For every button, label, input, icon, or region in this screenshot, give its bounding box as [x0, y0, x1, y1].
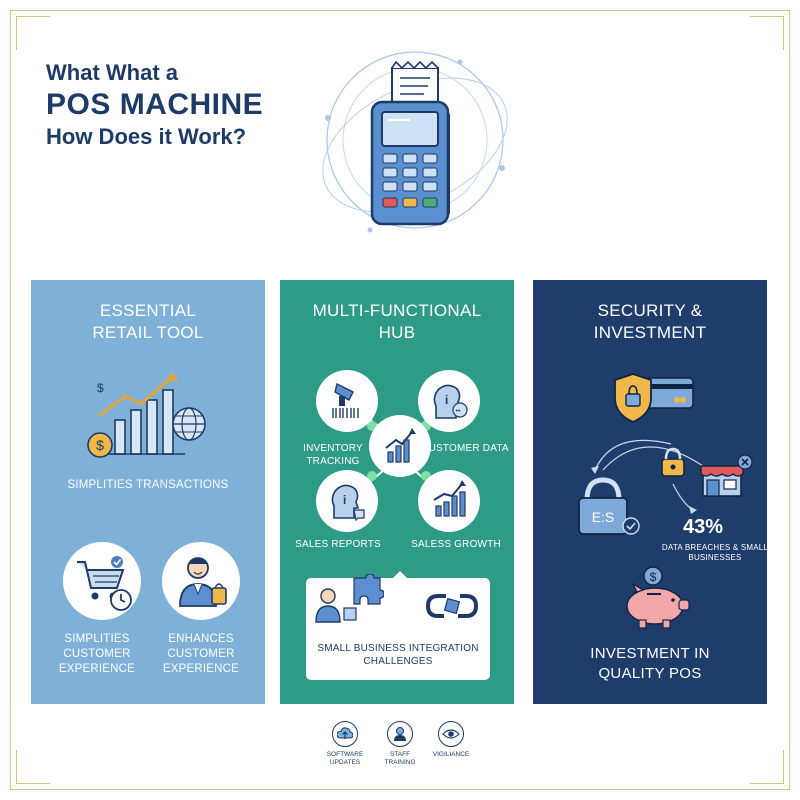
panel-title: ESSENTIAL RETAIL TOOL	[31, 300, 265, 344]
piggy-bank-icon: $	[626, 566, 690, 629]
svg-text:i: i	[343, 493, 346, 507]
callout-text: SMALL BUSINESS INTEGRATION CHALLENGES	[317, 643, 479, 667]
panel-security-investment: SECURITY & INVESTMENT E:S	[533, 280, 768, 704]
icon-circle	[387, 721, 413, 747]
icon-circle	[162, 542, 240, 620]
svg-text:$: $	[97, 381, 104, 395]
caption-enhances-customer-experience: ENHANCES CUSTOMER EXPERIENCE	[162, 633, 240, 675]
clock-icon	[110, 589, 132, 611]
icon-circle	[418, 470, 480, 532]
svg-text:••: ••	[456, 408, 461, 415]
footer-label-line: UPDATES	[329, 759, 361, 766]
panel-title-line: HUB	[378, 323, 416, 342]
icon-circle	[369, 415, 431, 477]
eye-icon	[442, 729, 460, 739]
lock-label: E:S	[592, 509, 615, 525]
svg-text:i: i	[445, 393, 448, 407]
page-title: What What a POS MACHINE How Does it Work…	[46, 60, 263, 150]
panel-title-line: SECURITY &	[597, 301, 703, 320]
sales-growth-icon	[433, 480, 466, 517]
footer-label-line: TRAINING	[384, 759, 416, 766]
icon-circle: i	[316, 470, 378, 532]
bar-chart-growth-icon: $	[93, 372, 185, 455]
integration-challenges-callout: SMALL BUSINESS INTEGRATION CHALLENGES	[306, 571, 490, 680]
flow-arrows	[591, 439, 704, 514]
stat-caption: DATA BREACHES & SMALL BUSINESSES	[661, 543, 769, 562]
footer-label: SOFTWARE UPDATES	[310, 751, 380, 767]
node-sales-reports: SALES REPORTS	[295, 539, 381, 550]
footer-label: VIGILIANCE	[416, 751, 486, 759]
footer-item-staff-training: STAFF TRAINING	[365, 721, 435, 767]
frame-corner	[750, 16, 784, 50]
footer-label-line: STAFF	[389, 751, 411, 758]
icon-circle	[63, 542, 141, 620]
customer-profile-icon: i ••	[433, 384, 468, 419]
caption-simplifies-customer-experience: SIMPLITIES CUSTOMER EXPERIENCE	[58, 633, 136, 675]
footer-item-software-updates: SOFTWARE UPDATES	[310, 721, 380, 767]
panel-title: SECURITY & INVESTMENT	[533, 300, 767, 344]
stat-percentage: 43%	[683, 516, 724, 538]
panel-title-line: RETAIL TOOL	[92, 323, 204, 342]
person-icon	[394, 727, 406, 741]
report-icon: i	[331, 484, 365, 522]
panel-title-line: ESSENTIAL	[99, 301, 197, 320]
icon-circle: i ••	[418, 370, 480, 432]
callout-pointer	[392, 571, 408, 579]
frame-corner	[16, 750, 50, 784]
broken-link-icon	[426, 594, 478, 618]
footer-label-line: VIGILIANCE	[432, 751, 470, 758]
barcode-scanner-icon	[332, 382, 359, 418]
frame-corner	[16, 16, 50, 50]
footer-label-line: SOFTWARE	[326, 751, 364, 758]
cloud-upload-icon	[337, 727, 353, 739]
store-icon	[700, 454, 753, 497]
globe-icon	[172, 407, 206, 441]
panel-title: MULTI-FUNCTIONAL HUB	[280, 300, 514, 344]
dollar-coin-icon: $	[87, 432, 113, 458]
node-customer-data: CUSTOMER DATA	[421, 443, 509, 454]
title-line-1: What What a	[46, 60, 178, 85]
investment-caption: INVESTMENT IN QUALITY POS	[533, 644, 767, 684]
panel-title-line: INVESTMENT	[593, 323, 707, 342]
caption-simplifies-transactions: SIMPLITIES TRANSACTIONS	[67, 479, 229, 491]
icon-circle	[438, 721, 464, 747]
puzzle-icon	[315, 574, 384, 623]
growth-chart-icon	[385, 428, 416, 463]
footer-label: STAFF TRAINING	[365, 751, 435, 767]
title-line-2: POS MACHINE	[46, 88, 264, 121]
padlock-icon	[661, 447, 685, 477]
frame-corner	[750, 750, 784, 784]
node-sales-growth: SALESS GROWTH	[411, 539, 501, 550]
investment-line: QUALITY POS	[598, 665, 702, 682]
footer-item-vigilance: VIGILIANCE	[416, 721, 486, 759]
shield-lock-icon	[614, 373, 694, 423]
icon-circle	[332, 721, 358, 747]
panel-title-line: MULTI-FUNCTIONAL	[312, 301, 482, 320]
decorative-frame	[10, 10, 790, 790]
investment-line: INVESTMENT IN	[590, 645, 710, 662]
panel-essential-retail-tool: ESSENTIAL RETAIL TOOL $ $ SIMPLITIES TRA…	[31, 280, 265, 704]
icon-circle	[316, 370, 378, 432]
node-inventory-tracking: INVENTORY TRACKING	[303, 443, 363, 467]
svg-text:$: $	[96, 437, 104, 453]
pos-terminal-icon	[322, 51, 508, 233]
encrypted-lock-icon: E:S	[578, 477, 640, 535]
shopper-with-bag-icon	[179, 557, 227, 607]
title-line-3: How Does it Work?	[46, 124, 247, 149]
svg-text:$: $	[650, 570, 657, 584]
